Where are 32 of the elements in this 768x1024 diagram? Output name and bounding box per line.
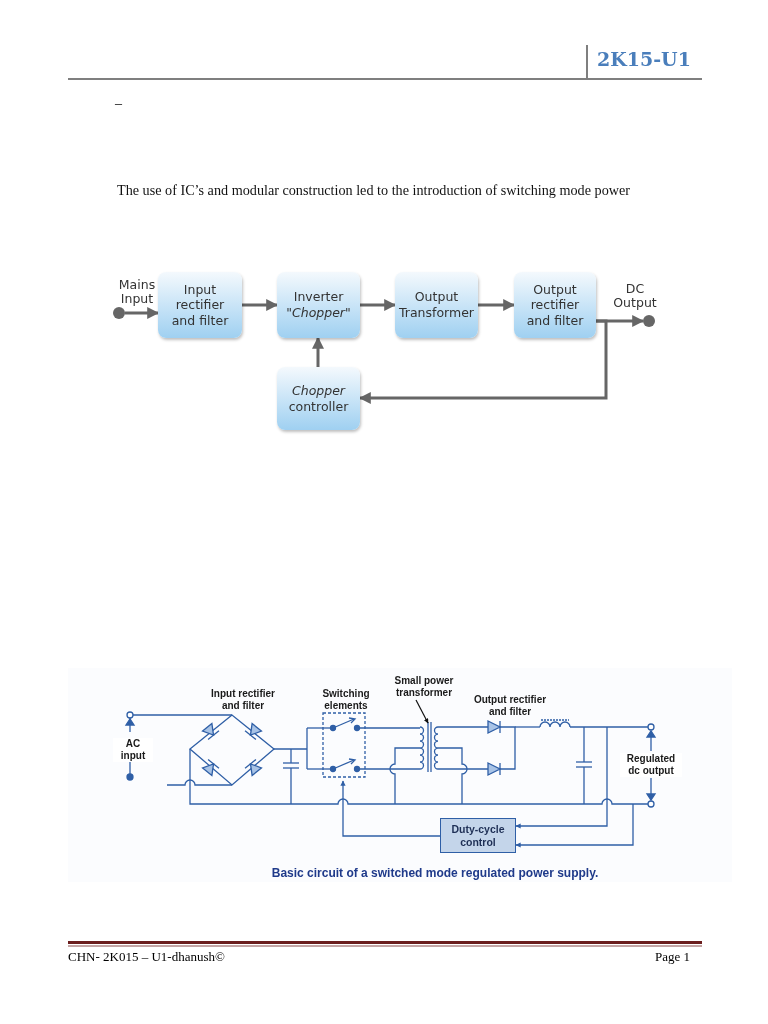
terminal-label: AC input bbox=[113, 738, 153, 762]
feedback-arrow bbox=[515, 726, 608, 829]
terminal-dot bbox=[113, 307, 125, 319]
process-box: Output Transformer bbox=[395, 272, 478, 338]
control-arrow bbox=[340, 780, 441, 837]
footer-text: CHN- 2K015 – U1-dhanush© bbox=[68, 949, 225, 965]
header-title: 2K15-U1 bbox=[597, 48, 691, 70]
terminal-label: Mains Input bbox=[117, 278, 157, 307]
terminal-label: DC Output bbox=[612, 282, 658, 311]
arrow bbox=[360, 299, 397, 311]
body-paragraph: The use of IC’s and modular construction led to the introduction of switching mode power bbox=[117, 182, 630, 199]
circuit-label: Output rectifier and filter bbox=[472, 694, 548, 718]
process-box: Input rectifier and filter bbox=[158, 272, 242, 338]
circuit-label: Input rectifier and filter bbox=[210, 688, 276, 712]
process-box: Inverter "Chopper" bbox=[277, 272, 360, 338]
circuit-label: Switching elements bbox=[321, 688, 371, 712]
terminal-dot bbox=[643, 315, 655, 327]
control-box: Duty-cycle control bbox=[440, 818, 516, 853]
page-number: Page 1 bbox=[653, 949, 690, 965]
dash-mark: – bbox=[115, 96, 122, 112]
arrow bbox=[125, 307, 160, 319]
callout-label: Small power transformer bbox=[388, 675, 460, 699]
terminal-label: Regulated dc output bbox=[620, 753, 682, 777]
process-box: Chopper controller bbox=[277, 367, 360, 430]
leader-line bbox=[415, 699, 429, 724]
arrow bbox=[478, 299, 516, 311]
feedback-arrow bbox=[515, 803, 634, 848]
process-box: Output rectifier and filter bbox=[514, 272, 596, 338]
arrow bbox=[312, 336, 324, 367]
figure-caption: Basic circuit of a switched mode regulated power supply. bbox=[270, 866, 600, 880]
arrow bbox=[242, 299, 279, 311]
arrow bbox=[358, 319, 608, 404]
